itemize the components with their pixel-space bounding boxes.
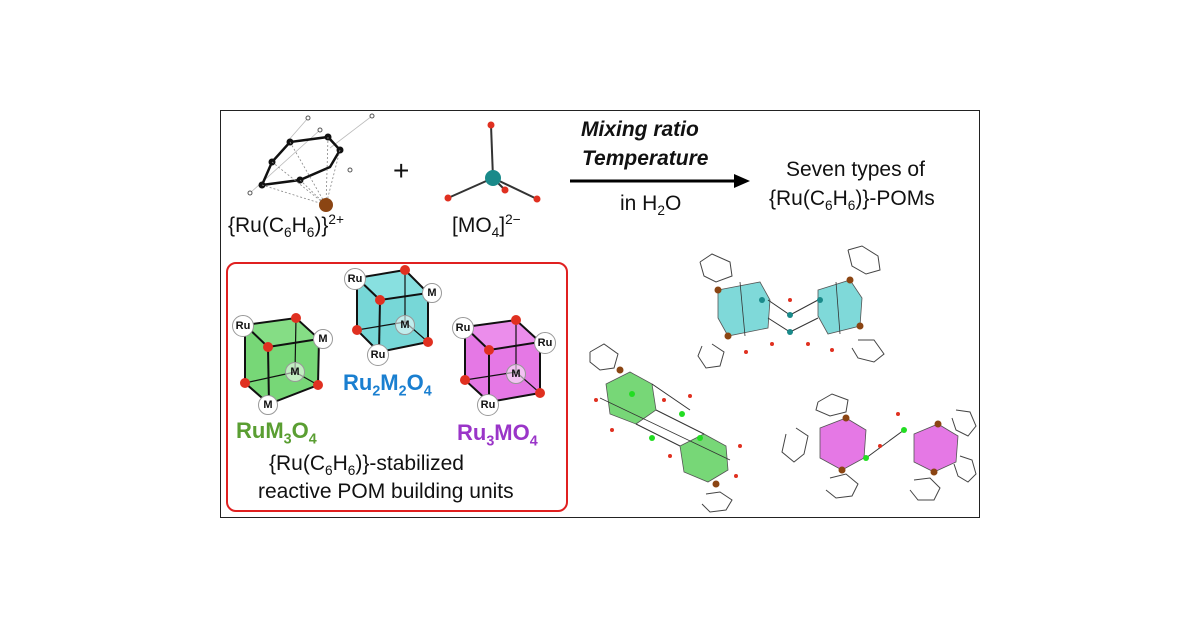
vertex-label-ru: Ru <box>534 332 556 354</box>
vertex-label-ru: Ru <box>232 315 254 337</box>
unit-label-ru3mo4: Ru3MO4 <box>457 420 538 450</box>
vertex-label-ru: Ru <box>367 344 389 366</box>
vertex-label-m: M <box>258 395 278 415</box>
condition-solvent: in H2O <box>620 192 682 219</box>
vertex-label-ru: Ru <box>452 317 474 339</box>
vertex-label-ru: Ru <box>477 394 499 416</box>
ru-benzene-fragment <box>247 113 375 212</box>
condition-mixing-ratio: Mixing ratio <box>581 118 699 141</box>
reaction-arrow-head <box>734 174 750 188</box>
vertex-label-m: M <box>395 315 415 335</box>
product-line2: {Ru(C6H6)}-POMs <box>769 187 935 214</box>
structure-cyan-dimer <box>697 245 885 369</box>
structure-magenta-pair <box>781 393 977 501</box>
condition-temperature: Temperature <box>582 147 709 170</box>
ru-benzene-label: {Ru(C6H6)}2+ <box>228 212 344 241</box>
vertex-label-m: M <box>285 362 305 382</box>
vertex-label-m: M <box>422 283 442 303</box>
structure-green-chain <box>589 343 742 513</box>
plus-sign: + <box>393 155 410 186</box>
green-cube <box>240 313 323 406</box>
mo4-label: [MO4]2− <box>452 212 521 241</box>
vertex-label-m: M <box>313 329 333 349</box>
unit-label-ru2m2o4: Ru2M2O4 <box>343 370 432 400</box>
vertex-label-ru: Ru <box>344 268 366 290</box>
building-units-box <box>226 262 568 512</box>
metal-atom <box>485 170 501 186</box>
vertex-label-m: M <box>506 364 526 384</box>
units-caption-line1: {Ru(C6H6)}-stabilized <box>269 452 464 479</box>
product-line1: Seven types of <box>786 158 925 181</box>
units-caption-line2: reactive POM building units <box>258 480 514 503</box>
figure-frame <box>220 110 980 518</box>
mo4-fragment <box>444 121 541 203</box>
ru-atom <box>319 198 333 212</box>
unit-label-rum3o4: RuM3O4 <box>236 418 317 448</box>
